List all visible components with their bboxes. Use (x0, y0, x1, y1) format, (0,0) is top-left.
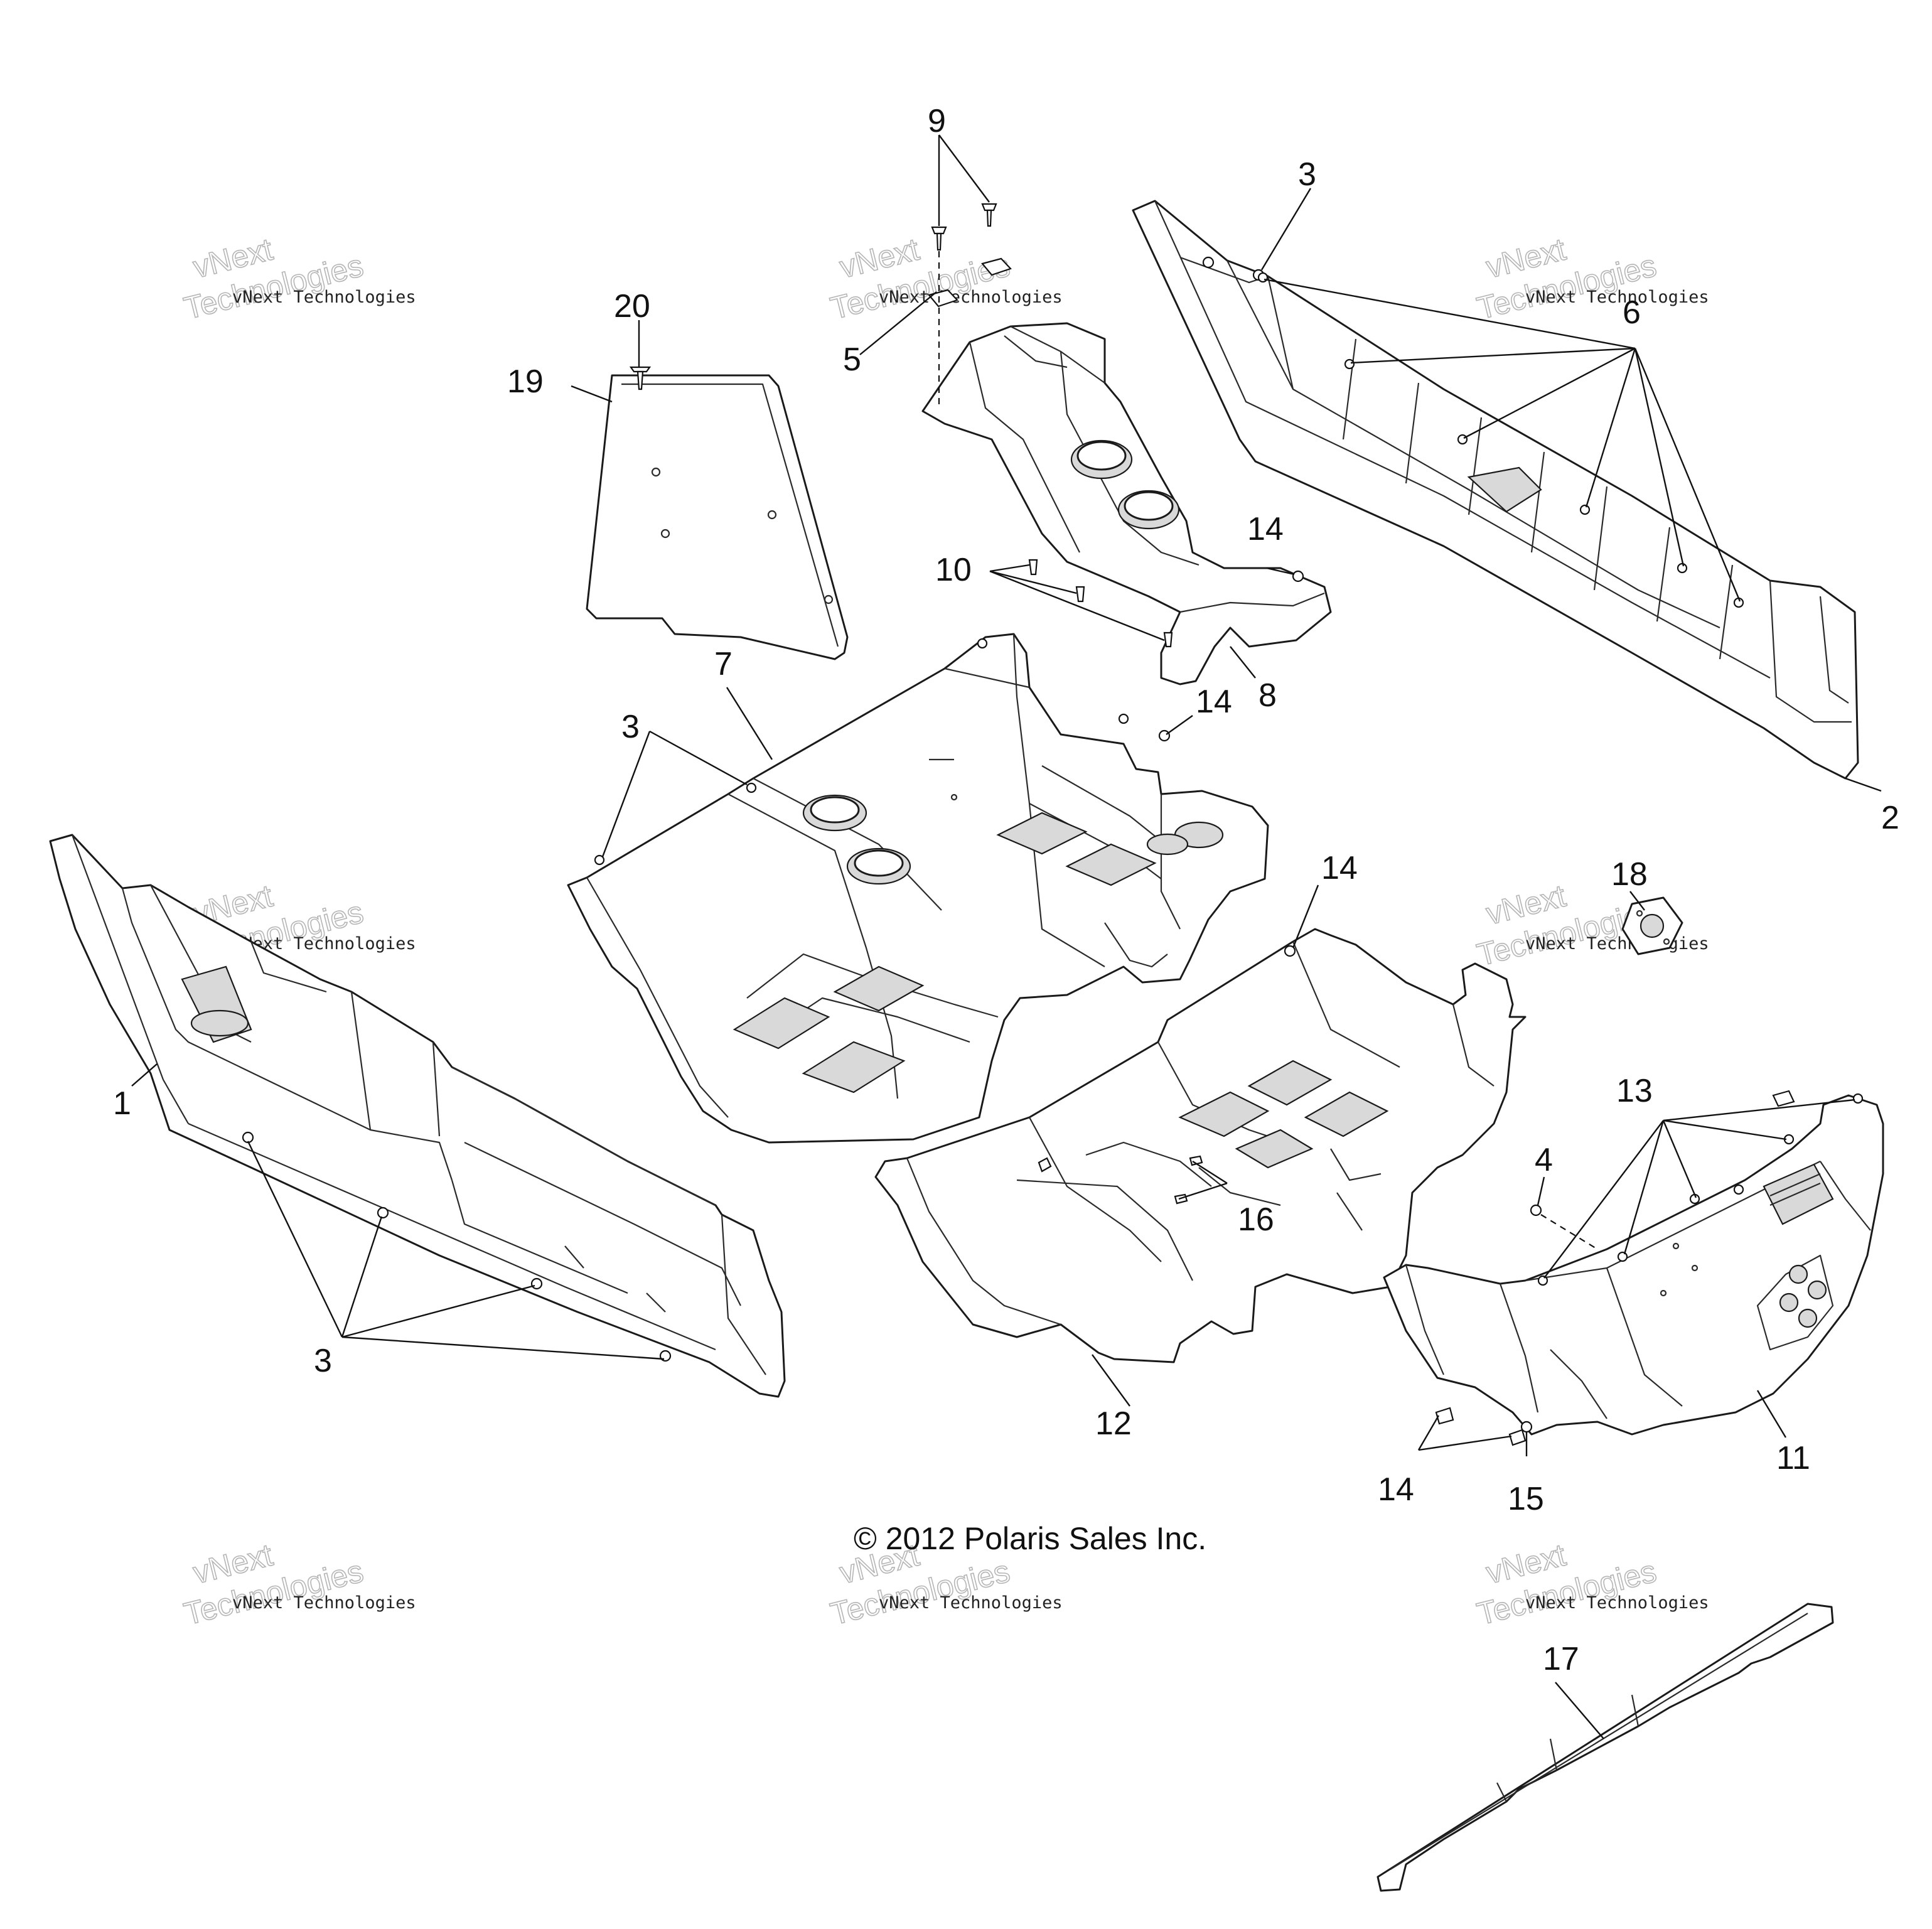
part-14-fastener-front-floor (1158, 729, 1171, 742)
copyright-notice: © 2012 Polaris Sales Inc. (854, 1521, 1206, 1556)
part-14-fasteners-bulkhead (1435, 1407, 1527, 1446)
callout-1: 1 (113, 1085, 131, 1122)
callout-12: 12 (1095, 1405, 1132, 1442)
watermark-7-label: vNext Technologies (232, 1593, 416, 1613)
watermark-3-label: vNext Technologies (1525, 287, 1709, 307)
part-3-fasteners-front-floor (594, 638, 1129, 866)
part-14-fastener-console (1292, 570, 1304, 583)
part-8-center-console (921, 322, 1332, 685)
part-6-fasteners (1257, 272, 1744, 608)
leader-lines (131, 134, 1882, 1739)
callout-19: 19 (507, 363, 544, 400)
part-12-rear-floor (874, 928, 1527, 1363)
callout-14-bulkhead: 14 (1378, 1471, 1414, 1508)
callout-14-console: 14 (1247, 511, 1284, 547)
part-10-screws (1028, 559, 1173, 648)
callout-14-rear-floor: 14 (1321, 850, 1358, 886)
callout-17: 17 (1543, 1641, 1579, 1677)
callout-11: 11 (1776, 1440, 1810, 1476)
callout-10: 10 (935, 552, 972, 588)
callout-20: 20 (614, 288, 650, 325)
callout-14-front-floor: 14 (1196, 684, 1232, 720)
callout-13: 13 (1616, 1073, 1653, 1109)
part-18-hub (1621, 896, 1683, 955)
part-19-panel (586, 374, 849, 660)
part-13-fasteners (1537, 1093, 1864, 1286)
part-17-trim (1377, 1603, 1834, 1892)
callout-15: 15 (1508, 1481, 1544, 1517)
callout-5: 5 (843, 341, 861, 378)
part-4-fastener (1530, 1204, 1542, 1217)
callout-2: 2 (1881, 800, 1899, 836)
watermark-6-label: vNext Technologies (1525, 934, 1709, 954)
watermark-8-label: vNext Technologies (879, 1593, 1063, 1613)
callout-7: 7 (714, 646, 733, 682)
callout-3-mid: 3 (621, 709, 640, 745)
part-5-clip-a (928, 289, 958, 308)
callout-18: 18 (1611, 856, 1648, 893)
part-5-clip-b (981, 257, 1012, 276)
part-14-fastener-rear-floor (1284, 945, 1296, 957)
callout-3-bottom: 3 (314, 1343, 332, 1379)
watermark-9: vNext Technologies (1473, 1537, 1660, 1632)
part-1-left-rocker (49, 834, 786, 1398)
callout-9: 9 (928, 103, 946, 139)
watermark-7: vNext Technologies (180, 1537, 367, 1632)
callout-3-top: 3 (1298, 156, 1316, 193)
part-7-front-floor (567, 633, 1269, 1144)
part-20-fastener (629, 366, 652, 390)
watermark-2-label: vNext Technologies (879, 287, 1063, 307)
watermark-1-label: vNext Technologies (232, 287, 416, 307)
watermark-9-label: vNext Technologies (1525, 1593, 1709, 1613)
part-14-fastener-top-bulkhead (1772, 1090, 1795, 1107)
callout-4: 4 (1535, 1142, 1553, 1178)
part-9-screw-b (981, 203, 997, 227)
callout-8: 8 (1258, 677, 1277, 714)
watermark-1: vNext Technologies (180, 231, 367, 326)
callout-16: 16 (1238, 1201, 1274, 1238)
part-15-fastener (1520, 1421, 1533, 1433)
part-9-screw-a (931, 226, 947, 251)
callout-6: 6 (1623, 294, 1641, 331)
